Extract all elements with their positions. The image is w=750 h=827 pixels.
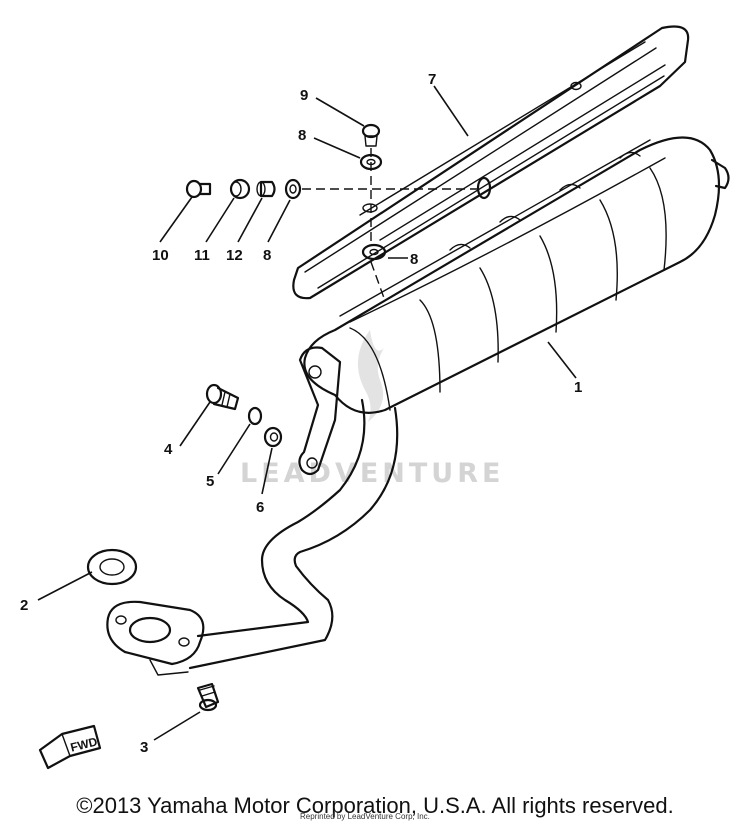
callout-4: 4 [164,441,173,458]
spacer-part-12 [256,180,276,198]
washer-part-6 [263,426,283,448]
gasket-part-2 [86,548,138,586]
washer-part-8-lower [361,243,387,261]
callout-9: 9 [300,87,308,104]
washer-part-5 [247,406,263,426]
callout-12: 12 [226,247,243,264]
callout-5: 5 [206,473,214,490]
copyright-notice: ©2013 Yamaha Motor Corporation, U.S.A. A… [76,793,674,818]
callout-8-upper: 8 [298,127,306,144]
bolt-part-4 [205,383,240,411]
muffler-bracket [298,346,342,476]
bolt-part-3 [196,682,220,712]
callout-1: 1 [574,379,582,396]
reprint-credit: Reprinted by LeadVenture Corp, Inc. [300,812,430,821]
exhaust-pipe [188,398,399,670]
heat-guard-part-7 [292,25,690,300]
forward-direction-arrow-icon: FWD [38,724,102,770]
bolt-part-10 [185,179,212,199]
callout-3: 3 [140,739,148,756]
watermark-logo: LEADVENTURE [240,330,504,489]
callout-11: 11 [194,247,210,264]
washer-part-8-side [284,178,302,200]
callout-2: 2 [20,597,28,614]
callout-numbers: 1 2 3 4 5 6 7 8 8 8 9 10 11 12 [20,71,582,756]
callout-10: 10 [152,247,169,264]
muffler-part-1 [303,136,730,414]
fwd-label: FWD [69,734,99,754]
callout-7: 7 [428,71,436,88]
exhaust-flange [106,600,205,676]
callout-leaders [37,85,577,741]
collar-part-11 [229,178,251,200]
screw-part-9 [361,123,381,147]
callout-8-lower: 8 [410,251,418,268]
callout-8-side: 8 [263,247,271,264]
watermark-text: LEADVENTURE [240,458,504,489]
callout-6: 6 [256,499,264,516]
assembly-lines [302,148,478,299]
